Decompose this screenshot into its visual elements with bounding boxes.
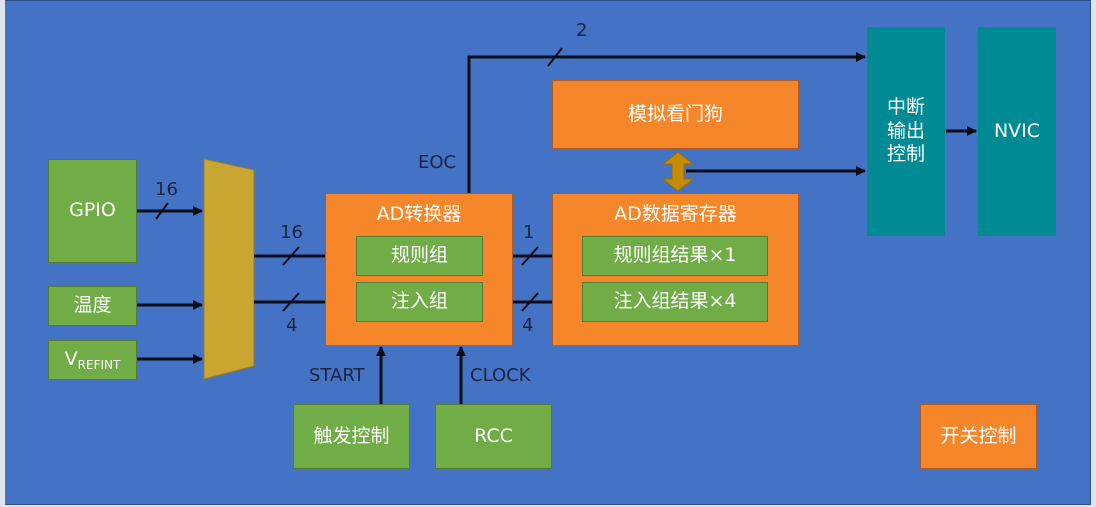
rcc-block: RCC: [435, 404, 552, 469]
injected-group-block: 注入组: [356, 282, 483, 322]
analog-watchdog-label: 模拟看门狗: [627, 102, 723, 125]
nvic-block: NVIC: [978, 27, 1056, 236]
watchdog-register-bidirectional-arrow: [661, 151, 695, 192]
analog-watchdog-block: 模拟看门狗: [552, 80, 799, 149]
start-label: START: [309, 365, 365, 386]
temperature-block: 温度: [48, 286, 137, 326]
bus-slash-injected-in: [282, 292, 300, 312]
interrupt-line-3: 控制: [886, 143, 925, 166]
gpio-label: GPIO: [69, 199, 116, 222]
injected-result-label: 注入组结果×4: [613, 290, 737, 313]
ad-converter-title: AD转换器: [376, 203, 462, 225]
regular-result-label: 规则组结果×1: [613, 244, 737, 267]
gpio-block: GPIO: [48, 159, 137, 263]
bus-slash-regular-in: [282, 246, 300, 266]
wire-eoc-interrupt: [467, 52, 866, 193]
switch-control-label: 开关控制: [940, 424, 1017, 447]
bus-slash-injected-out: [521, 292, 539, 312]
switch-control-block: 开关控制: [920, 404, 1037, 469]
ad-data-register-title: AD数据寄存器: [614, 203, 737, 225]
regular-in-bus-width: 16: [280, 222, 303, 243]
trigger-control-block: 触发控制: [293, 404, 410, 469]
interrupt-line-1: 中断: [886, 95, 925, 118]
eoc-label: EOC: [418, 152, 457, 173]
gpio-bus-width: 16: [155, 179, 178, 200]
regular-out-bus-width: 1: [523, 222, 535, 243]
multiplexer: [203, 158, 255, 380]
injected-in-bus-width: 4: [286, 315, 298, 336]
regular-result-block: 规则组结果×1: [582, 236, 768, 276]
nvic-label: NVIC: [993, 119, 1041, 142]
interrupt-output-control-block: 中断 输出 控制: [867, 27, 945, 236]
injected-out-bus-width: 4: [522, 315, 534, 336]
trigger-control-label: 触发控制: [313, 424, 390, 447]
bus-slash-interrupt: [547, 47, 563, 67]
bus-slash-regular-out: [521, 246, 539, 266]
vrefint-sub: REFINT: [77, 357, 121, 372]
regular-group-block: 规则组: [356, 236, 483, 276]
vrefint-main: V: [64, 347, 78, 370]
bus-slash-gpio: [155, 202, 169, 220]
temperature-label: 温度: [73, 294, 112, 317]
vrefint-label: VREFINT: [65, 348, 121, 373]
vrefint-block: VREFINT: [48, 340, 137, 380]
regular-group-label: 规则组: [390, 244, 448, 267]
clock-label: CLOCK: [470, 365, 531, 386]
rcc-label: RCC: [474, 424, 513, 447]
interrupt-line-2: 输出: [886, 119, 925, 142]
interrupt-bus-width: 2: [576, 20, 588, 41]
injected-group-label: 注入组: [390, 290, 448, 313]
injected-result-block: 注入组结果×4: [582, 282, 768, 322]
